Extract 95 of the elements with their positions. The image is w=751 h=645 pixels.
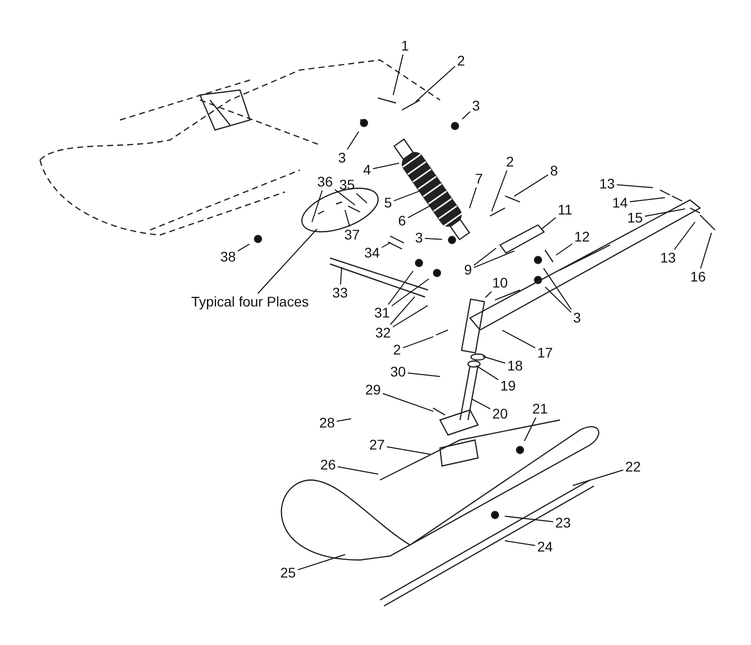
leader-line: [462, 111, 471, 120]
callout-number: 6: [398, 214, 406, 228]
leader-line: [257, 228, 318, 294]
callout-number: 14: [612, 196, 628, 210]
leader-line: [504, 516, 554, 522]
leader-line: [556, 243, 573, 256]
callout-number: 3: [573, 310, 581, 326]
callout-number: 21: [532, 402, 548, 416]
callout-number: 10: [492, 276, 508, 290]
callout-number: 27: [369, 438, 385, 452]
leader-line: [312, 190, 323, 222]
callout-number: 33: [332, 286, 348, 300]
callout-number: 13: [599, 176, 615, 192]
leader-line: [485, 291, 492, 298]
callout-number: 19: [500, 378, 516, 394]
callout-number: 28: [319, 416, 335, 430]
callout-number: 22: [625, 460, 641, 474]
callout-number: 2: [393, 342, 401, 358]
leader-line: [476, 365, 499, 380]
callout-number: 11: [558, 202, 572, 218]
callout-number: 20: [492, 406, 508, 422]
leader-line: [340, 266, 342, 285]
callout-number: 9: [464, 262, 472, 278]
leader-line: [334, 189, 356, 206]
leader-line: [629, 197, 666, 202]
leader-line: [391, 278, 430, 306]
callout-number: 3: [472, 98, 480, 114]
leader-line: [337, 466, 379, 475]
leader-line: [407, 372, 440, 377]
callout-number: 2: [506, 154, 514, 170]
leader-line: [388, 270, 414, 305]
callout-number: 15: [627, 210, 643, 226]
callout-number: 29: [365, 382, 381, 398]
callout-number: 37: [344, 228, 360, 242]
leader-line: [386, 446, 431, 455]
leader-line: [469, 187, 477, 209]
callout-number: 17: [537, 346, 553, 360]
callout-number: 31: [374, 306, 390, 320]
leader-line: [382, 393, 434, 412]
callout-number: 34: [364, 246, 380, 260]
callout-number: 3: [415, 230, 423, 246]
leader-line: [572, 470, 624, 486]
leader-line: [407, 204, 434, 218]
leader-line: [392, 54, 404, 96]
leader-line: [473, 248, 497, 266]
callout-number: 5: [384, 196, 392, 210]
leader-line: [674, 222, 696, 250]
callout-number: 8: [550, 164, 558, 178]
callout-number: 2: [457, 54, 465, 68]
callout-number: 13: [660, 250, 676, 266]
callout-number: 32: [375, 326, 391, 340]
callout-number: 23: [555, 516, 571, 530]
leader-line: [415, 66, 456, 102]
callout-number: 7: [475, 172, 483, 186]
callout-number: 38: [220, 250, 236, 264]
leader-line: [472, 398, 491, 410]
callout-number: 35: [339, 178, 355, 192]
leader-line: [297, 554, 346, 570]
callout-number: 1: [401, 38, 409, 54]
leader-line: [700, 232, 712, 269]
callout-number: 24: [537, 540, 553, 554]
leader-line: [237, 244, 250, 252]
callout-number: 26: [320, 458, 336, 472]
callout-number: 12: [574, 230, 590, 244]
leader-line: [402, 336, 434, 348]
leader-line: [392, 305, 428, 328]
leader-line: [644, 208, 686, 217]
leader-line: [541, 217, 556, 230]
leader-line: [524, 417, 536, 442]
callout-number: 30: [390, 364, 406, 380]
leader-line: [346, 131, 360, 150]
leader-line: [372, 162, 400, 170]
leader-line: [544, 286, 572, 313]
leader-line: [424, 238, 442, 240]
callout-number: 25: [280, 566, 296, 580]
callout-number: 18: [507, 358, 523, 374]
leader-line: [543, 268, 572, 310]
leader-line: [381, 242, 392, 248]
leader-line: [491, 170, 508, 212]
leader-line: [616, 184, 654, 188]
callout-number: 36: [317, 174, 333, 190]
note-text: Typical four Places: [191, 294, 309, 310]
leader-line: [336, 418, 352, 422]
leader-line: [473, 250, 515, 268]
leader-line: [344, 210, 350, 227]
callout-number: 3: [338, 150, 346, 166]
leader-line: [504, 540, 536, 546]
callout-number: 16: [690, 270, 706, 284]
leader-line: [514, 174, 549, 197]
leader-line: [502, 330, 536, 348]
leader-line: [482, 356, 506, 364]
leader-line: [390, 296, 416, 325]
callout-number: 4: [363, 162, 371, 178]
leader-line: [393, 190, 421, 202]
leader-line: [356, 193, 368, 204]
